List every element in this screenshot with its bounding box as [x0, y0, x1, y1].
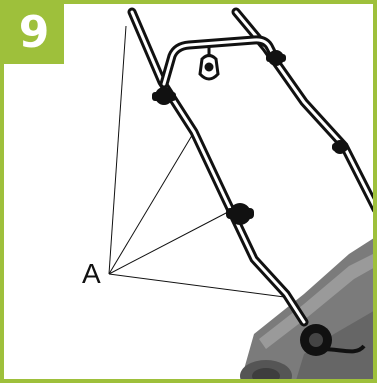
cable-clip-icon: [200, 46, 218, 79]
mower-body: [239, 236, 377, 383]
step-number: 9: [19, 11, 50, 55]
handle-crossbar: [164, 40, 274, 84]
step-badge: 9: [4, 4, 64, 64]
handle-knob-icon: [300, 324, 332, 356]
callout-label: A: [82, 258, 101, 290]
